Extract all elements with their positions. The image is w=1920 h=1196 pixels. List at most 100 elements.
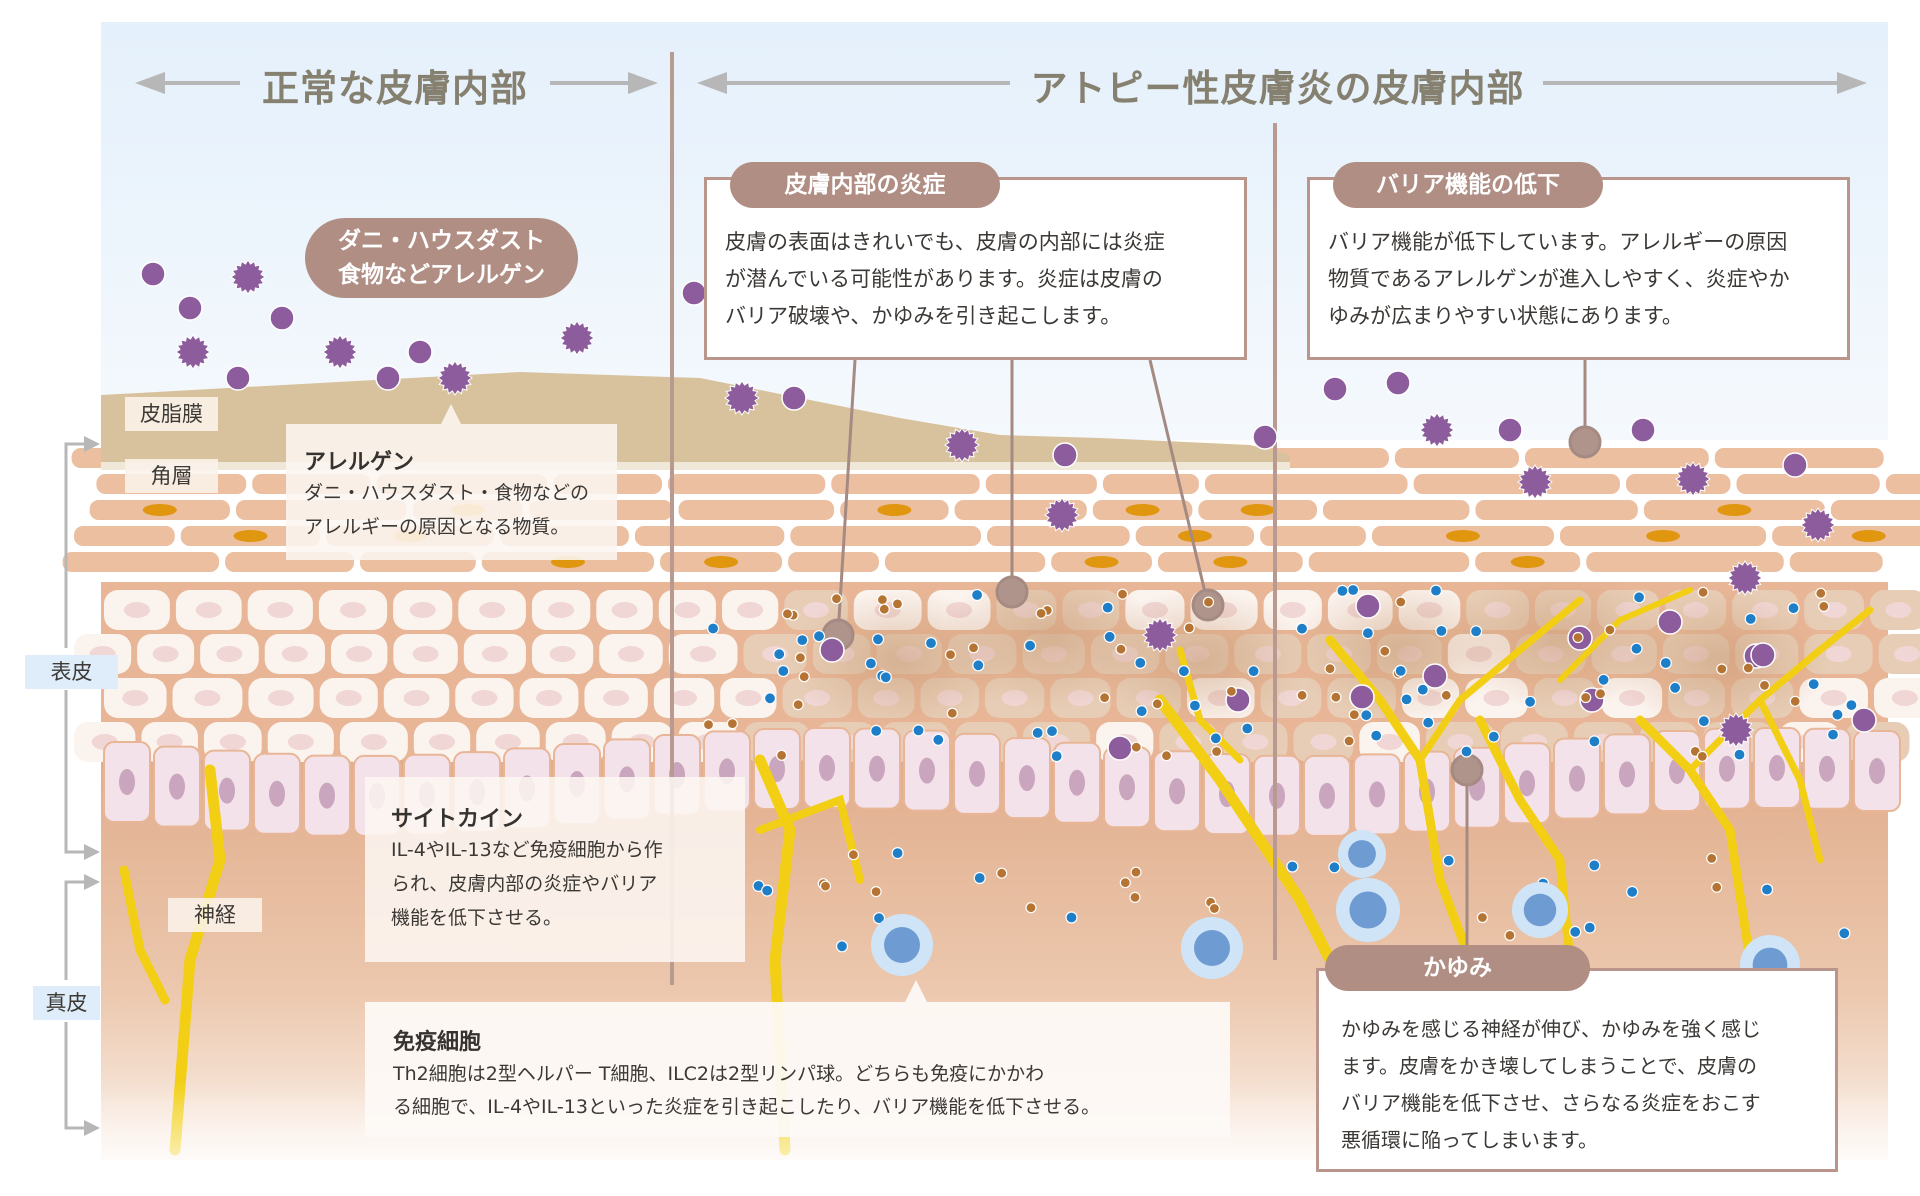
cytokine-brown — [1330, 691, 1342, 703]
spinous-nucleus — [1894, 646, 1920, 662]
cytokine-brown — [1025, 902, 1037, 914]
cytokine-blue — [970, 588, 984, 602]
basal-nucleus — [169, 773, 185, 800]
spinous-nucleus — [267, 602, 294, 618]
basal-nucleus — [1519, 770, 1535, 797]
cytokine-blue — [972, 659, 985, 672]
cytokine-brown — [1130, 741, 1142, 753]
cytokine-brown — [1696, 750, 1708, 763]
cytokine-blue — [1134, 656, 1147, 670]
cytokine-blue — [870, 724, 883, 738]
cytokine-blue — [1065, 911, 1078, 924]
cytokine-brown — [1343, 735, 1355, 747]
corneum-cell — [884, 552, 1046, 572]
cytokine-blue — [812, 630, 826, 643]
basal-nucleus — [819, 755, 835, 782]
cytokine-brown — [1379, 645, 1391, 657]
cytokine-brown — [1604, 624, 1616, 636]
allergen-spiky — [1800, 507, 1836, 543]
cytokine-brown — [1098, 692, 1111, 704]
cytokine-blue — [1583, 921, 1596, 934]
cytokine-brown — [794, 652, 807, 664]
cytokine-brown — [1119, 877, 1131, 889]
spinous-nucleus — [611, 602, 638, 618]
allergen-spiky — [1718, 712, 1754, 748]
corneum-cell — [1102, 474, 1199, 494]
cytokine-brown — [1440, 689, 1452, 701]
cytokine-brown — [1202, 596, 1215, 608]
allergen-round — [1422, 663, 1448, 689]
cytokine-blue — [1659, 656, 1672, 670]
corneum-cell — [831, 474, 980, 494]
cytokine-blue — [1101, 601, 1114, 614]
allergen-note-title: アレルゲン — [304, 450, 415, 475]
immune-cell-nucleus — [1523, 893, 1557, 927]
allergen-round — [1385, 370, 1411, 396]
cytokine-blue — [1569, 925, 1582, 939]
corneum-cell — [1736, 474, 1880, 494]
corneum-nucleus — [1717, 504, 1752, 516]
callout-marker — [1568, 425, 1602, 459]
cytokine-blue — [1838, 927, 1851, 940]
corneum-nucleus — [1125, 504, 1160, 516]
basal-nucleus — [1369, 781, 1385, 808]
cytokine-blue — [1826, 728, 1840, 741]
cytokine-brown — [996, 867, 1008, 879]
cytokine-blue — [1023, 639, 1037, 652]
cytokine-blue — [1050, 749, 1063, 763]
allergen-spiky — [1044, 497, 1080, 533]
allergen-round — [1497, 417, 1523, 443]
callout-itch: かゆみを感じる神経が伸び、かゆみを強く感じ ます。皮膚をかき壊してしまうことで、… — [1316, 968, 1838, 1172]
immune-cells-note: 免疫細胞 Th2細胞は2型ヘルパー T細胞、ILC2は2型リンパ球。どちらも免疫… — [365, 980, 1230, 1137]
corneum-cell — [1885, 474, 1920, 494]
cytokine-note-line: 機能を低下させる。 — [391, 907, 563, 929]
immune-cells-note-line: Th2細胞は2型ヘルパー T細胞、ILC2は2型リンパ球。どちらも免疫にかかわ — [393, 1063, 1045, 1085]
spinous-nucleus — [268, 690, 295, 706]
corneum-cell — [73, 526, 175, 546]
allergen-pill-line1: ダニ・ハウスダスト — [338, 228, 545, 254]
basal-nucleus — [1119, 774, 1135, 801]
basal-nucleus — [1869, 758, 1885, 785]
corneum-cell — [1413, 474, 1620, 494]
allergen-round — [1630, 417, 1656, 443]
cytokine-brown — [946, 707, 958, 719]
cytokine-brown — [1160, 750, 1173, 762]
corneum-nucleus — [1240, 504, 1275, 516]
cytokine-blue — [1247, 665, 1260, 678]
allergen-pill: ダニ・ハウスダスト 食物などアレルゲン — [305, 218, 578, 298]
cytokine-blue — [777, 664, 790, 678]
basal-nucleus — [769, 755, 785, 782]
spinous-nucleus — [219, 734, 246, 750]
cytokine-brown — [967, 642, 980, 654]
corneum-cell — [1322, 500, 1470, 520]
inflamed-area — [1290, 580, 1510, 720]
callout-marker — [995, 575, 1029, 609]
allergen-spiky — [724, 380, 760, 416]
corneum-cell — [62, 552, 220, 572]
cytokine-blue — [973, 871, 986, 885]
allergen-round — [1851, 707, 1877, 733]
cytokine-blue — [1807, 678, 1820, 691]
cytokine-blue — [871, 633, 885, 646]
cytokine-brown — [1130, 866, 1142, 878]
cytokine-brown — [876, 594, 889, 606]
allergen-spiky — [437, 360, 473, 396]
cytokine-blue — [1588, 859, 1601, 872]
cytokine-brown — [1758, 679, 1771, 692]
cytokine-brown — [1572, 631, 1584, 644]
corneum-cell — [986, 526, 1130, 546]
allergen-round — [1052, 442, 1078, 468]
spinous-nucleus — [403, 690, 430, 706]
spinous-nucleus — [1242, 734, 1269, 750]
allergen-spiky — [1517, 464, 1553, 500]
cytokine-blue — [1241, 722, 1254, 735]
corneum-nucleus — [142, 504, 177, 516]
allergen-round — [781, 385, 807, 411]
allergen-spiky — [944, 427, 980, 463]
cytokine-blue — [1360, 709, 1373, 722]
cytokine-blue — [1031, 726, 1044, 740]
cytokine-blue — [1523, 695, 1537, 708]
cytokine-brown — [1395, 596, 1407, 608]
allergen-spiky — [230, 259, 266, 295]
cytokine-brown — [1324, 663, 1336, 675]
